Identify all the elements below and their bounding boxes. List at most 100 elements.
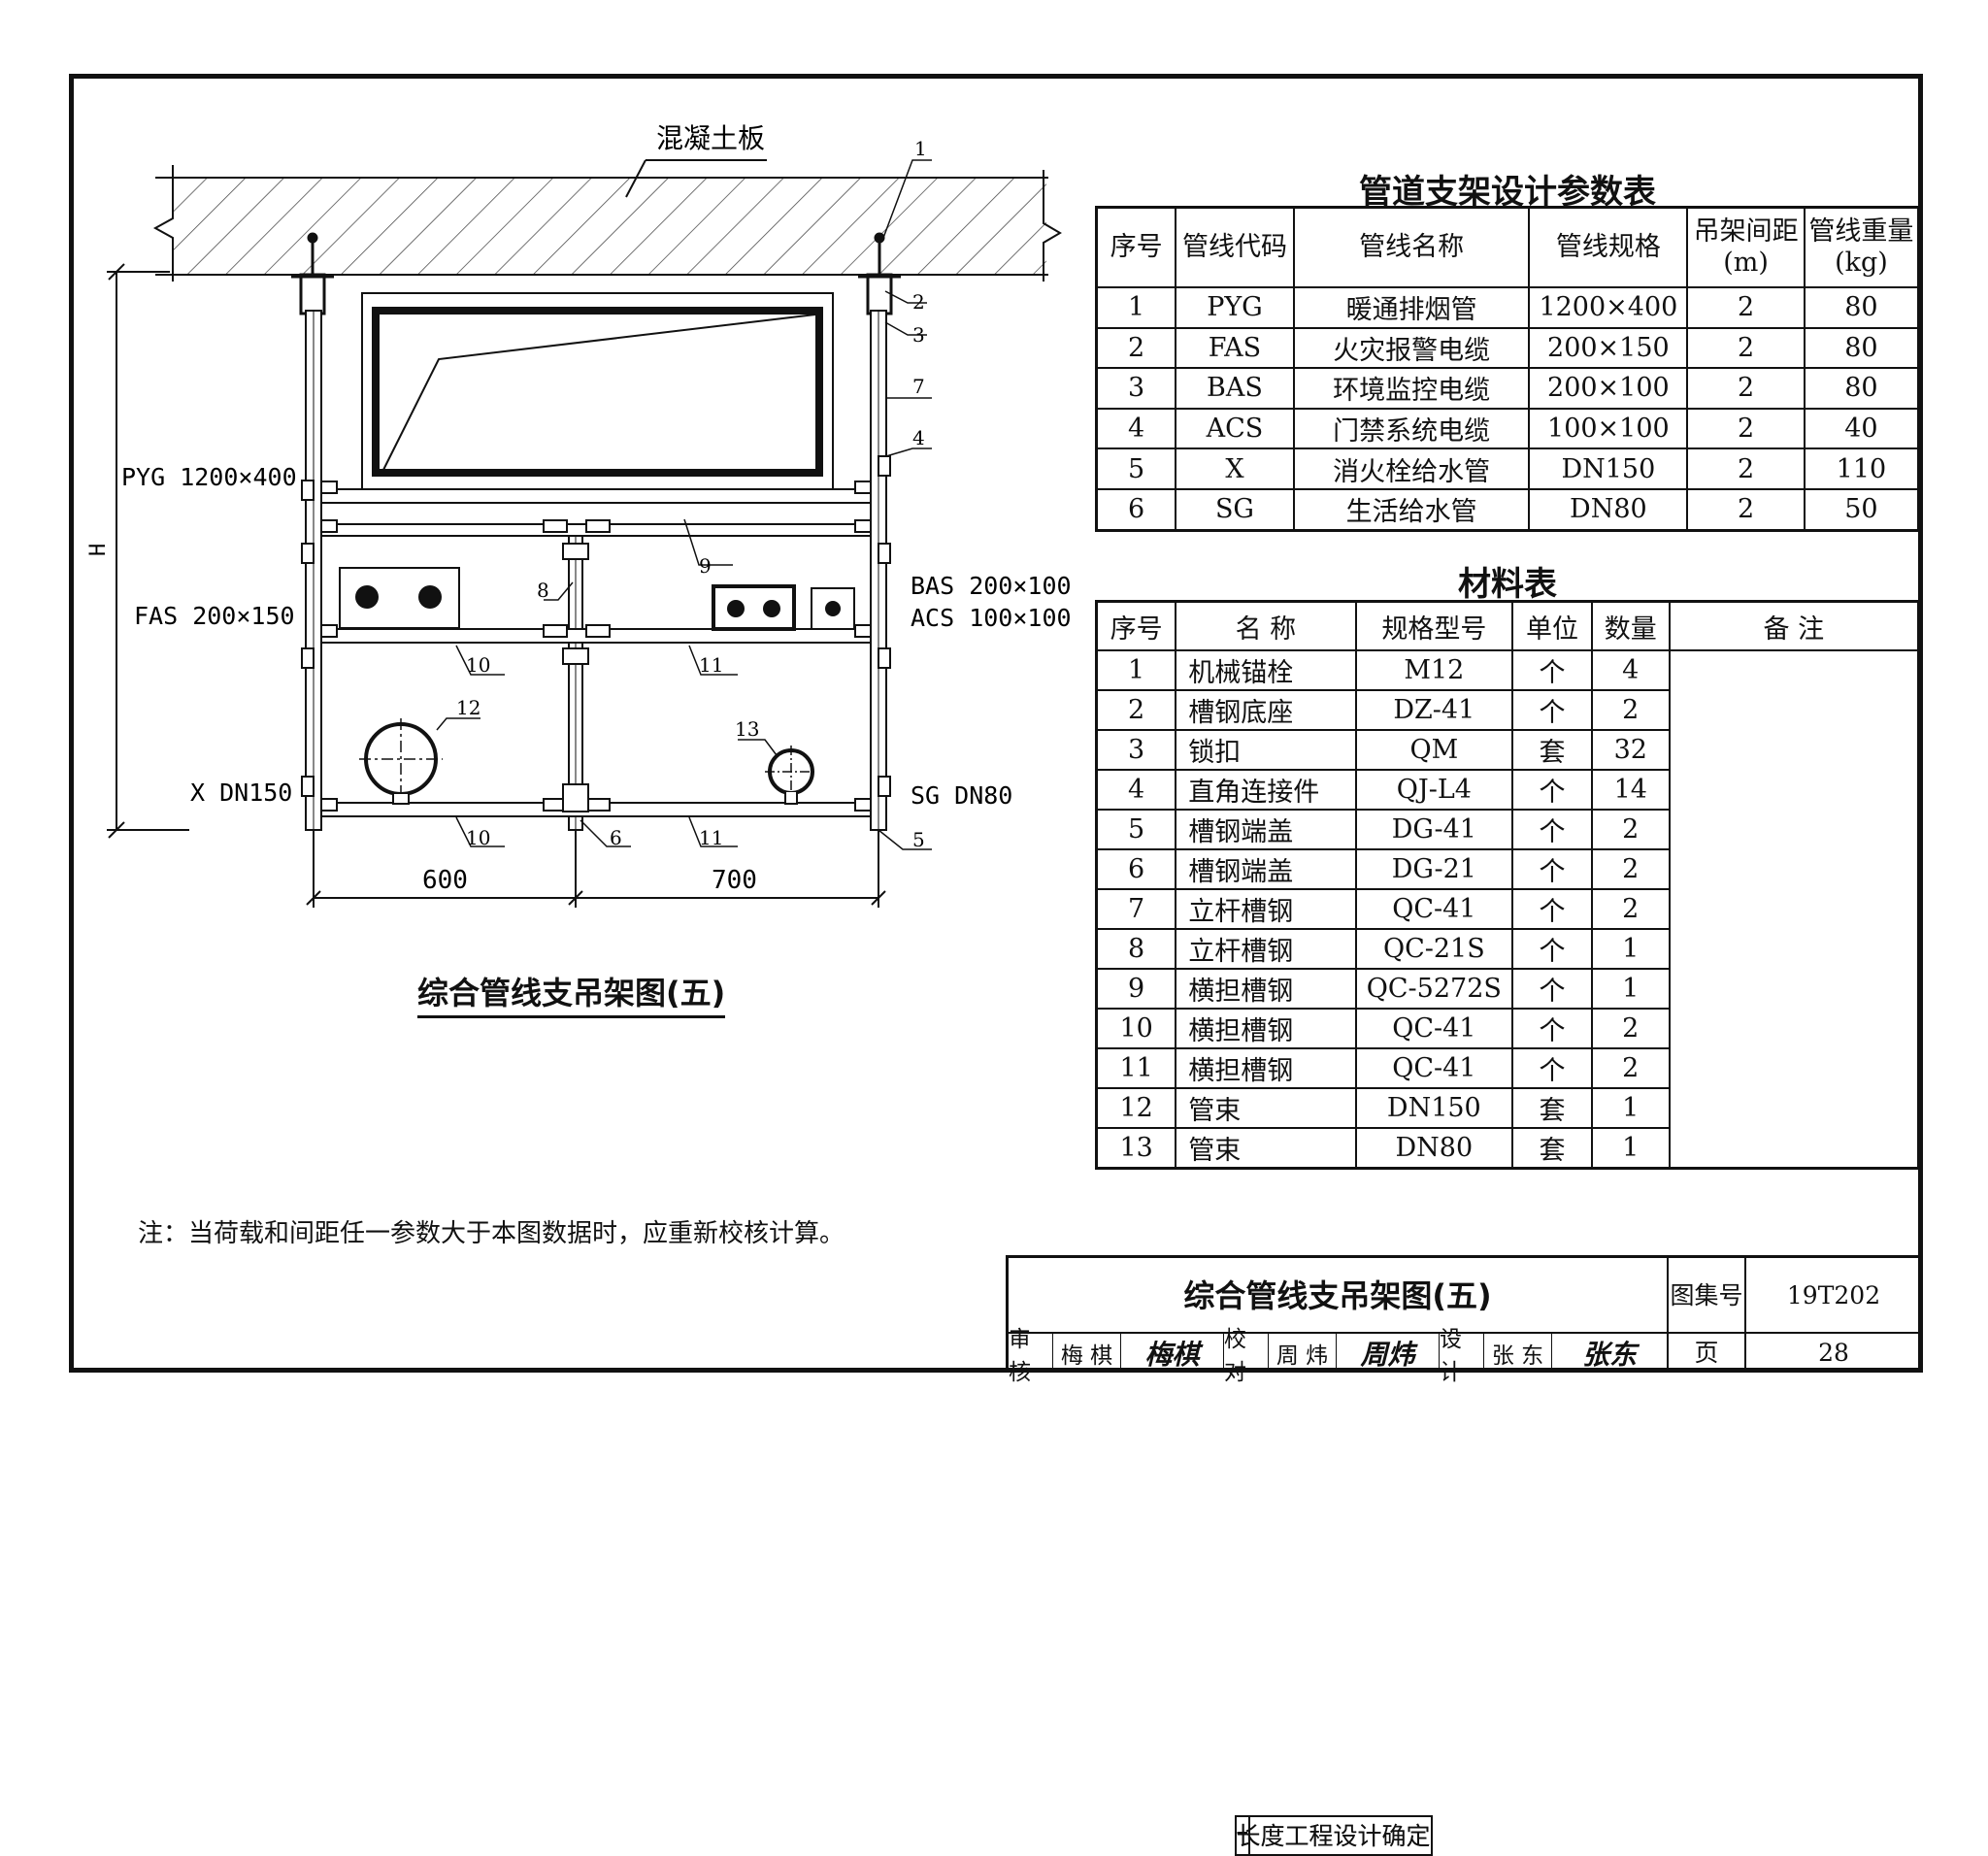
table-cell: DN150 (1529, 448, 1687, 489)
table-cell: 槽钢端盖 (1176, 810, 1355, 849)
table-cell: 门禁系统电缆 (1294, 409, 1530, 449)
callout-6: 6 (610, 826, 622, 849)
params-table-header: 序号管线代码管线名称管线规格吊架间距(m)管线重量(kg) (1097, 208, 1919, 288)
table-cell: 4 (1097, 770, 1176, 810)
table-cell: 个 (1512, 770, 1592, 810)
callout-12: 12 (456, 696, 480, 719)
column-header: 单位 (1512, 602, 1592, 651)
table-cell: 立杆槽钢 (1176, 889, 1355, 929)
sg-dn80-pipe (765, 746, 817, 804)
table-cell: 横担槽钢 (1176, 969, 1355, 1009)
callout-8: 8 (537, 579, 549, 602)
callout-9: 9 (699, 554, 712, 578)
table-cell: 2 (1687, 328, 1805, 369)
table-cell: X (1176, 448, 1294, 489)
table-cell: 3 (1097, 730, 1176, 770)
callout-11-lower: 11 (699, 826, 723, 849)
table-cell: M12 (1356, 650, 1513, 690)
table-cell: 2 (1687, 409, 1805, 449)
design-label: 设计 (1440, 1334, 1484, 1373)
table-cell: QC-21S (1356, 929, 1513, 969)
page-number: 28 (1746, 1334, 1921, 1373)
height-dimension (107, 264, 189, 838)
column-header: 管线名称 (1294, 208, 1530, 288)
label-acs: ACS 100×100 (911, 604, 1072, 632)
table-cell: 2 (1687, 287, 1805, 328)
table-cell: 个 (1512, 849, 1592, 889)
callout-13: 13 (735, 717, 759, 741)
table-cell: 50 (1805, 489, 1919, 530)
bas-tray (713, 586, 794, 629)
table-cell: 火灾报警电缆 (1294, 328, 1530, 369)
fas-tray (340, 568, 459, 628)
column-header: 规格型号 (1356, 602, 1513, 651)
table-cell: FAS (1176, 328, 1294, 369)
label-sg: SG DN80 (911, 781, 1012, 810)
callout-2: 2 (912, 290, 925, 314)
table-cell: 管束 (1176, 1128, 1355, 1169)
pyg-duct (362, 293, 833, 489)
table-cell: 14 (1592, 770, 1670, 810)
table-cell: 2 (1687, 489, 1805, 530)
table-cell: 2 (1592, 849, 1670, 889)
table-cell: 6 (1097, 489, 1176, 530)
table-cell: 套 (1512, 730, 1592, 770)
checker-signature: 周炜 (1337, 1334, 1440, 1373)
table-cell: 长度工程设计确定 (1235, 1815, 1433, 1856)
table-cell: QC-41 (1356, 889, 1513, 929)
page-label: 页 (1669, 1334, 1746, 1373)
checker-name: 周 炜 (1269, 1334, 1337, 1373)
table-cell: 个 (1512, 889, 1592, 929)
table-cell: 4 (1097, 409, 1176, 449)
label-pyg: PYG 1200×400 (121, 463, 297, 491)
table-cell: 2 (1592, 690, 1670, 730)
table-cell: 10 (1097, 1009, 1176, 1048)
table-cell: PYG (1176, 287, 1294, 328)
table-cell: 套 (1512, 1088, 1592, 1128)
table-cell: 110 (1805, 448, 1919, 489)
material-table-title: 材料表 (1095, 557, 1920, 605)
table-cell: 1 (1097, 287, 1176, 328)
table-cell: 5 (1097, 810, 1176, 849)
callout-7: 7 (912, 375, 925, 398)
reviewer-signature: 梅棋 (1121, 1334, 1224, 1373)
table-cell: DG-21 (1356, 849, 1513, 889)
callout-11-upper: 11 (699, 653, 723, 677)
table-cell: 横担槽钢 (1176, 1009, 1355, 1048)
table-cell: 消火栓给水管 (1294, 448, 1530, 489)
design-note: 注：当荷载和间距任一参数大于本图数据时，应重新校核计算。 (138, 1213, 845, 1249)
table-cell: 1 (1592, 929, 1670, 969)
column-header: 管线重量(kg) (1805, 208, 1919, 288)
table-cell: ACS (1176, 409, 1294, 449)
table-cell: 槽钢端盖 (1176, 849, 1355, 889)
table-cell: 80 (1805, 368, 1919, 409)
table-cell: 8 (1097, 929, 1176, 969)
table-cell: 环境监控电缆 (1294, 368, 1530, 409)
table-cell: 锁扣 (1176, 730, 1355, 770)
table-cell: 立杆槽钢 (1176, 929, 1355, 969)
table-cell: 横担槽钢 (1176, 1048, 1355, 1088)
table-cell: DN80 (1356, 1128, 1513, 1169)
table-cell: 32 (1592, 730, 1670, 770)
column-header: 管线代码 (1176, 208, 1294, 288)
drawing-caption: 综合管线支吊架图(五) (417, 969, 725, 1018)
table-cell: DN150 (1356, 1088, 1513, 1128)
x-dn150-pipe (359, 718, 443, 804)
callout-5: 5 (912, 828, 925, 851)
callout-10-lower: 10 (466, 826, 490, 849)
table-cell: 2 (1687, 368, 1805, 409)
table-cell: 2 (1592, 889, 1670, 929)
table-cell: QJ-L4 (1356, 770, 1513, 810)
height-label: H (86, 544, 111, 556)
